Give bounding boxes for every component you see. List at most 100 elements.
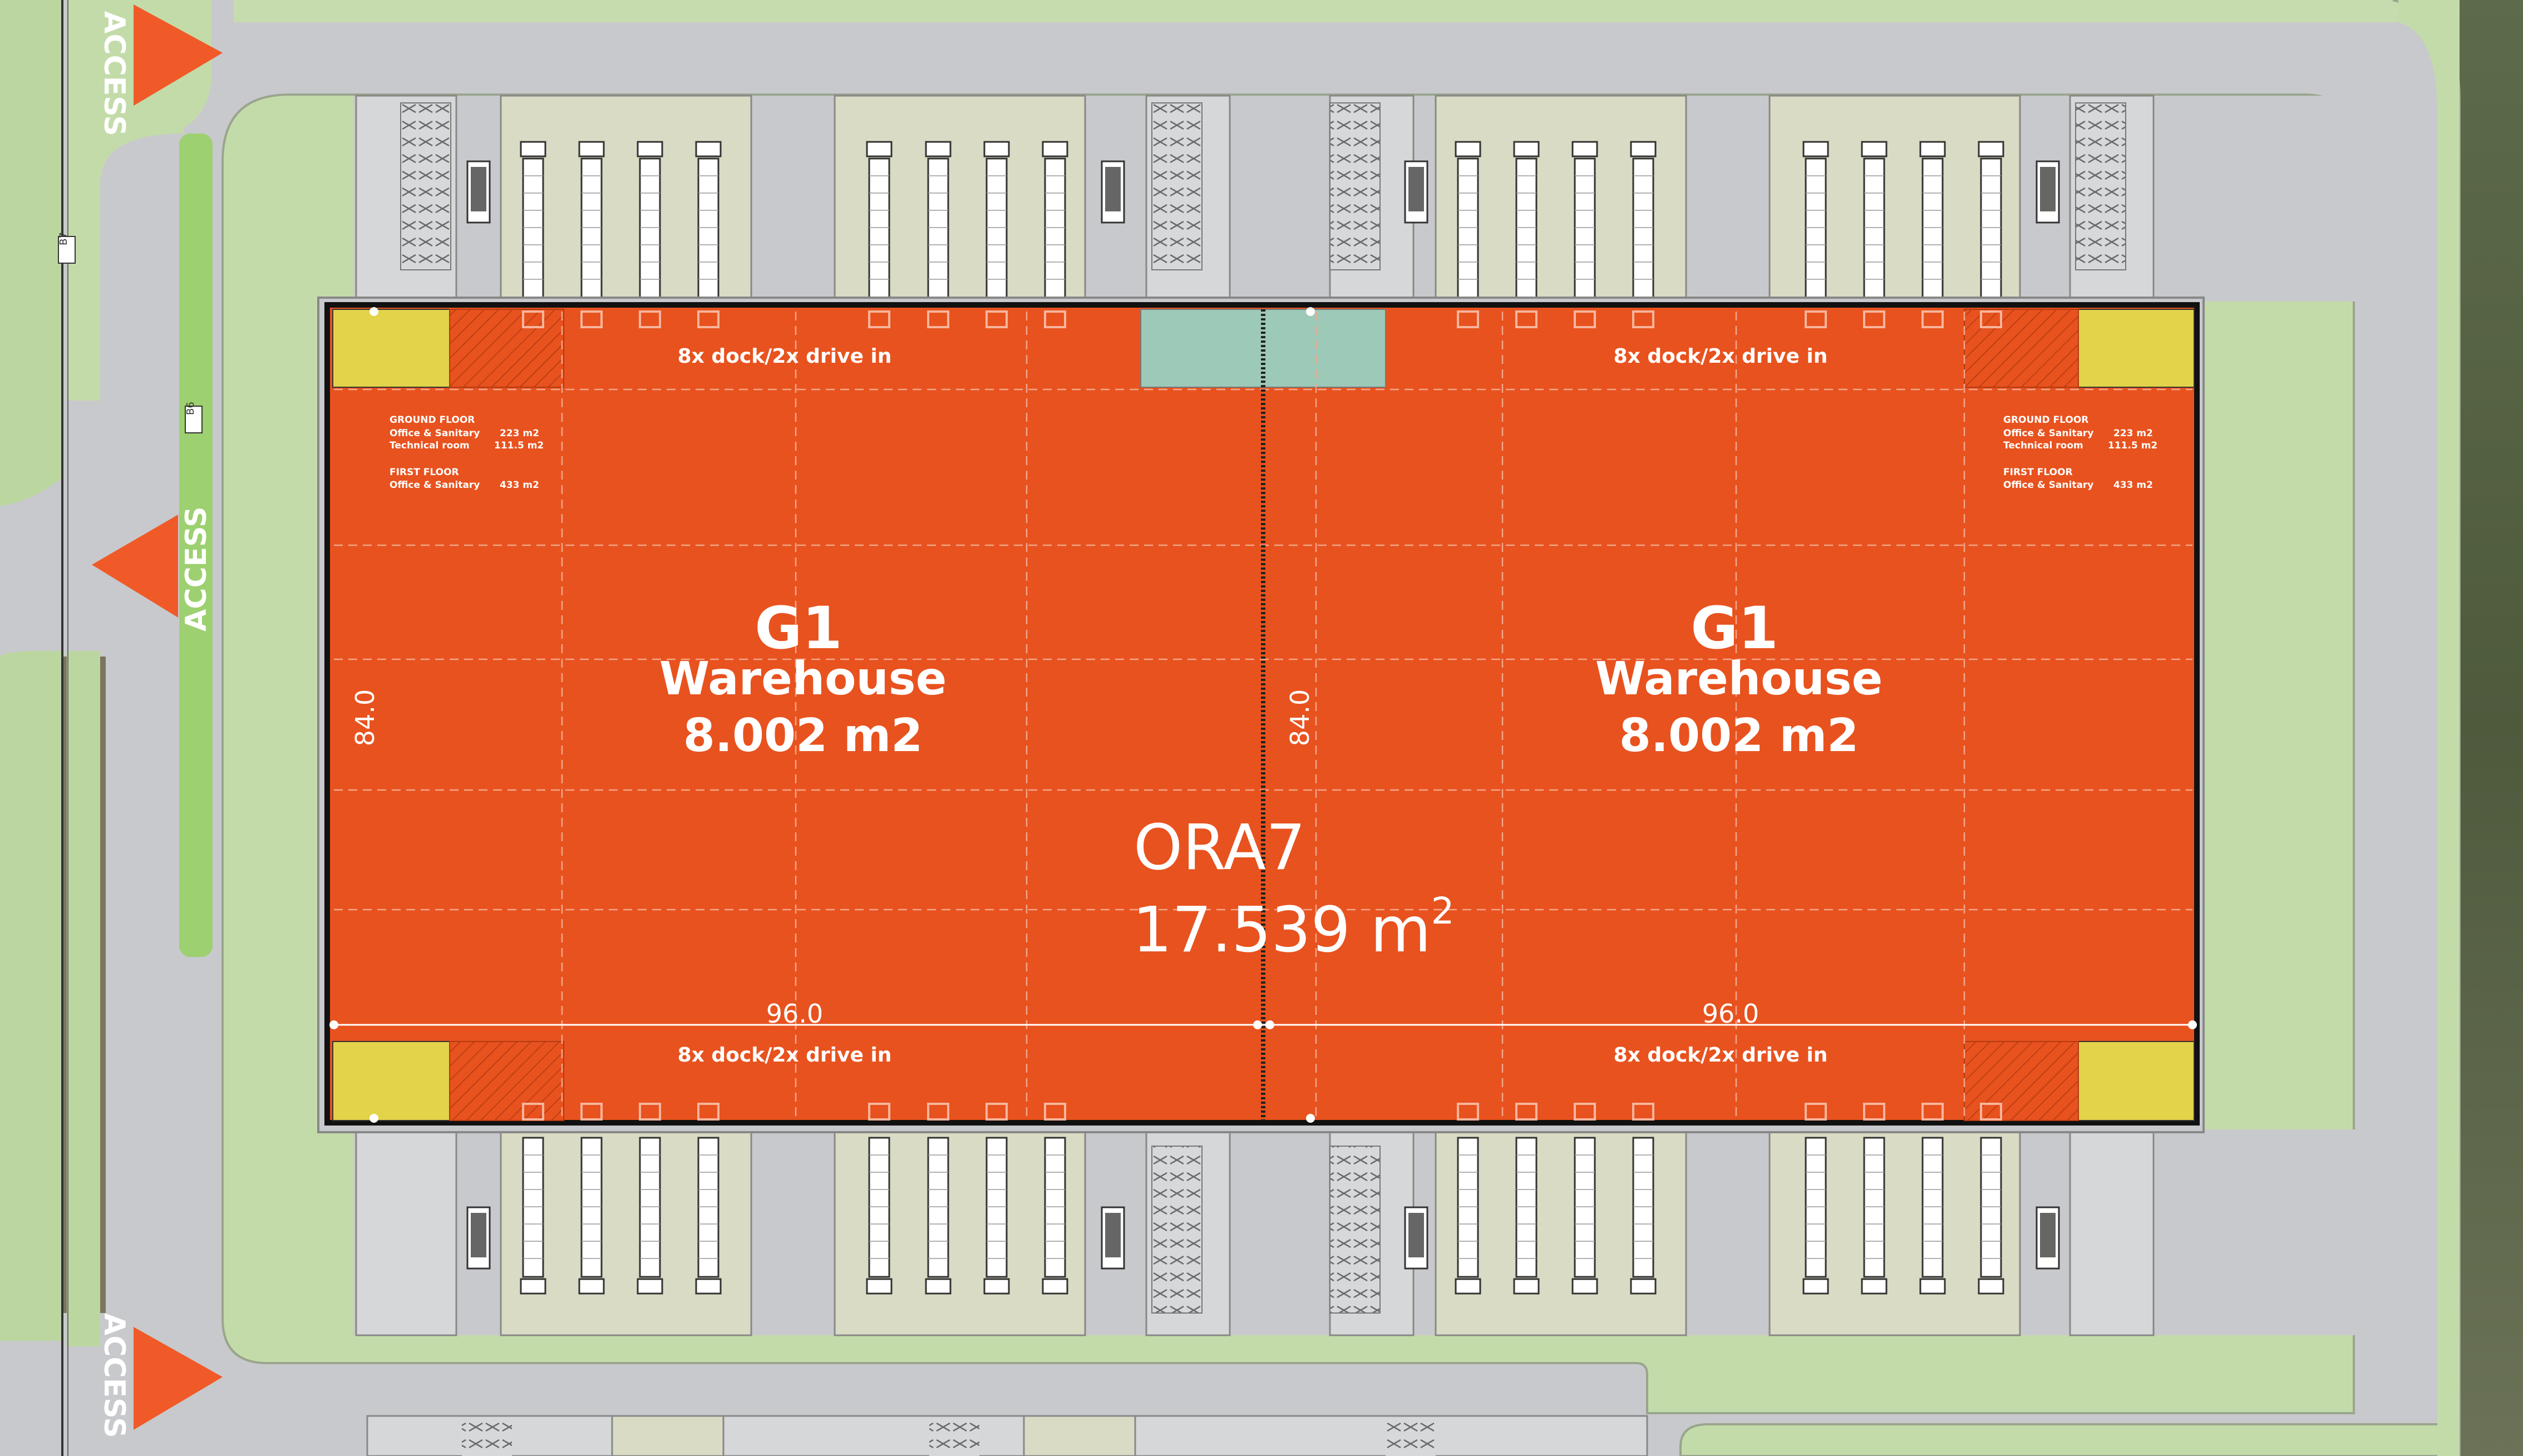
dock-door	[985, 1103, 1008, 1121]
dock-door	[1805, 1103, 1827, 1121]
truck-cab	[866, 1278, 893, 1295]
truck-trailer	[1632, 1137, 1654, 1278]
truck-trailer	[1805, 1137, 1827, 1278]
truck	[695, 141, 722, 299]
van-roof	[2040, 1213, 2056, 1257]
dock-door	[580, 1103, 603, 1121]
dock-door	[697, 1103, 720, 1121]
dock-door	[1044, 310, 1066, 328]
access-label: ACCESS	[97, 11, 131, 136]
building-total-area: 17.539 m2	[1132, 890, 1455, 966]
truck-cab	[1978, 141, 2004, 157]
truck	[983, 141, 1010, 299]
truck-cab	[925, 1278, 952, 1295]
technical-room-bl	[449, 1041, 564, 1121]
dim-node	[1265, 1020, 1274, 1029]
office-block-bottom-left	[332, 1041, 450, 1121]
truck-trailer	[639, 1137, 661, 1278]
technical-room-tl	[449, 309, 564, 388]
truck	[925, 141, 952, 299]
truck	[637, 1137, 663, 1295]
truck-cab	[1571, 1278, 1598, 1295]
dock-door	[1863, 1103, 1885, 1121]
dim-node	[329, 1020, 338, 1029]
unit-type-right: Warehouse	[1595, 653, 1883, 705]
truck-cab	[578, 1278, 605, 1295]
van-roof	[1408, 167, 1424, 211]
access-arrow-icon	[134, 4, 223, 106]
technical-room-area: 111.5 m2	[494, 440, 544, 451]
truck-cab	[1513, 1278, 1540, 1295]
truck-cab	[1861, 1278, 1888, 1295]
office-schedule-left: GROUND FLOOR Office & Sanitary 223 m2 Te…	[390, 414, 544, 491]
dock-door	[1457, 310, 1479, 328]
truck-trailer	[1980, 1137, 2002, 1278]
dock-door	[985, 310, 1008, 328]
dock-doors	[522, 310, 2002, 1121]
truck-cab	[695, 141, 722, 157]
lawn-left-far	[0, 0, 61, 506]
dock-door	[1044, 1103, 1066, 1121]
dock-door	[639, 310, 661, 328]
truck	[1919, 141, 1946, 299]
truck-trailer	[927, 1137, 949, 1278]
dock-label-top-left: 8x dock/2x drive in	[678, 345, 892, 368]
dim-node	[369, 307, 378, 316]
parking-bottom	[366, 1415, 1648, 1456]
office-block-top-right	[2078, 309, 2195, 388]
survey-id: B7	[58, 232, 70, 245]
access-arrow-top: ACCESS	[97, 4, 223, 136]
road-curve-left	[0, 503, 61, 651]
truck-cab	[578, 141, 605, 157]
truck-cab	[1630, 141, 1657, 157]
truck	[1042, 141, 1068, 299]
ground-office-area: 223 m2	[500, 428, 539, 439]
truck	[1802, 141, 1829, 299]
truck-cab	[637, 141, 663, 157]
dock-door	[1515, 1103, 1538, 1121]
truck	[866, 141, 893, 299]
lawn-lower-right	[1679, 1423, 2461, 1456]
truck-cab	[695, 1278, 722, 1295]
van	[2036, 1206, 2060, 1270]
truck-trailer	[985, 1137, 1008, 1278]
dim-node	[1253, 1020, 1262, 1029]
truck-trailer	[580, 157, 603, 299]
dock-door	[868, 310, 890, 328]
dock-door	[1805, 310, 1827, 328]
unit-label-left: G1	[755, 594, 842, 662]
truck-trailer	[985, 157, 1008, 299]
truck	[637, 141, 663, 299]
access-arrow-icon	[134, 1327, 223, 1430]
access-label: ACCESS	[180, 506, 213, 631]
truck-trailer	[1921, 1137, 1944, 1278]
truck-trailer	[1574, 1137, 1596, 1278]
survey-marker	[58, 236, 76, 264]
truck-cab	[983, 141, 1010, 157]
van-roof	[1105, 1213, 1121, 1257]
truck-trailer	[1632, 157, 1654, 299]
shared-core	[1140, 309, 1386, 388]
truck	[1513, 1137, 1540, 1295]
dock-door	[1574, 310, 1596, 328]
truck-cab	[1802, 1278, 1829, 1295]
office-block-top-left	[332, 309, 450, 388]
dock-door	[522, 1103, 544, 1121]
dim-node	[1306, 307, 1315, 316]
first-office-label: Office & Sanitary	[2003, 480, 2093, 491]
van	[1404, 1206, 1428, 1270]
width-dim-right: 96.0	[1702, 999, 1759, 1029]
dock-door	[927, 1103, 949, 1121]
truck-trailer	[522, 1137, 544, 1278]
truck	[1513, 141, 1540, 299]
dim-node	[369, 1114, 378, 1123]
truck-cab	[1919, 141, 1946, 157]
truck-trailer	[1457, 1137, 1479, 1278]
truck	[695, 1137, 722, 1295]
lawn-left-strip	[179, 134, 213, 957]
truck	[1978, 1137, 2004, 1295]
truck-cab	[866, 141, 893, 157]
van-roof	[2040, 167, 2056, 211]
truck	[1861, 1137, 1888, 1295]
dock-door	[1921, 310, 1944, 328]
